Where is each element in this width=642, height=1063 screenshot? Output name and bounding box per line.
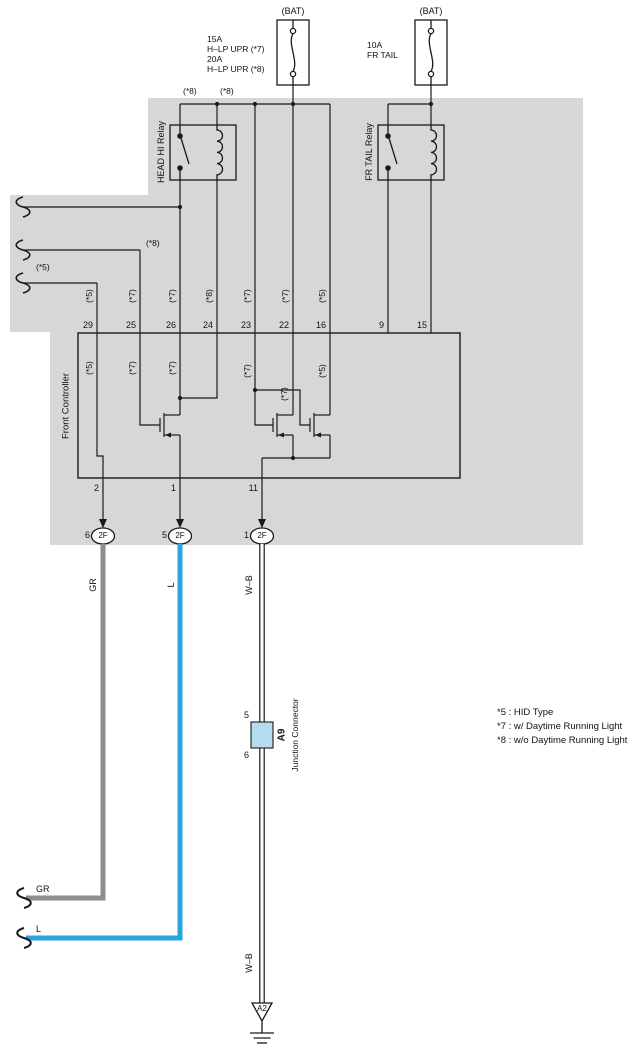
pin-number-24: 24 [202,320,213,330]
wire-tag-top-b: (*8) [220,86,234,96]
connector-code-2: 2F [175,531,185,540]
junction-pin-top: 5 [243,710,249,720]
fuse-hlp-upr-label-line2: H–LP UPR (*7) [207,44,265,54]
wire-color-wb-bottom: W–B [244,953,254,973]
junction-name: Junction Connector [290,698,300,772]
inner-variant-6: (*5) [317,364,327,378]
pin16-variant: (*5) [317,289,327,303]
wire-color-l: L [166,582,176,588]
fr-tail-relay-name: FR TAIL Relay [364,123,374,181]
inner-variant-2: (*7) [127,361,137,375]
ground-code: A2 [257,1004,267,1013]
junction-pin-bottom: 6 [243,750,249,760]
wire-color-gr-end: GR [36,884,50,894]
connector-pin-5: 5 [161,530,167,540]
pin24-variant: (*8) [204,289,214,303]
fuse-hlp-upr-label-line3: 20A [207,54,223,64]
wire-color-l-end: L [36,924,42,934]
fuse-hlp-upr-label-line1: 15A [207,34,223,44]
wire-color-gr: GR [88,578,98,592]
head-hi-relay-box [169,124,237,181]
connector-pin-6: 6 [84,530,90,540]
wire-tag-mid: (*8) [146,238,160,248]
pin-number-25: 25 [125,320,136,330]
battery-label-left: (BAT) [281,6,305,16]
connector-code-1: 2F [98,531,108,540]
pin26-variant: (*7) [167,289,177,303]
front-controller-box [77,332,461,479]
fuse-box-hlp-upr [276,19,310,86]
pin-number-22: 22 [278,320,289,330]
pin29-variant: (*5) [84,289,94,303]
junction-dots [177,101,434,461]
pin-number-23: 23 [240,320,251,330]
shaded-panel [10,98,583,545]
fuse-box-fr-tail [414,19,448,86]
wire-color-wb: W–B [244,575,254,595]
connector-code-3: 2F [257,531,267,540]
inner-variant-4: (*7) [242,364,252,378]
pin-number-15: 15 [416,320,427,330]
legend-item-5: *5 : HID Type [497,707,554,718]
inner-variant-1: (*5) [84,361,94,375]
pin22-variant: (*7) [280,289,290,303]
junction-connector-box [250,721,274,749]
pin-number-2: 2 [93,483,99,493]
pin-number-26: 26 [165,320,176,330]
pin25-variant: (*7) [127,289,137,303]
wire-tag-left: (*5) [36,262,50,272]
fuse-hlp-upr-label-line4: H–LP UPR (*8) [207,64,265,74]
head-hi-relay-name: HEAD HI Relay [156,120,166,184]
fuse-fr-tail-label-line2: FR TAIL [367,50,398,60]
fuse-fr-tail-label-line1: 10A [367,40,383,50]
front-controller-name: Front Controller [60,373,72,439]
battery-label-right: (BAT) [419,6,443,16]
pin-number-16: 16 [315,320,326,330]
ground-symbol [250,1002,274,1044]
wire-tag-top-a: (*8) [183,86,197,96]
pin-number-1: 1 [170,483,176,493]
legend-item-8: *8 : w/o Daytime Running Light [497,735,628,746]
pin-number-29: 29 [82,320,93,330]
legend-item-7: *7 : w/ Daytime Running Light [497,721,623,732]
connector-pin-1: 1 [243,530,249,540]
wire-network [23,85,432,527]
inner-variant-5: (*7) [279,387,289,401]
junction-code: A9 [276,728,288,742]
arrowheads [99,519,266,528]
offpage-squiggles [15,196,32,949]
fr-tail-relay-box [377,124,445,181]
pin23-variant: (*7) [242,289,252,303]
pin-number-9: 9 [378,320,384,330]
gr-wire [26,544,106,901]
pin-number-11: 11 [248,483,258,493]
transistor-symbols [159,413,330,438]
inner-variant-3: (*7) [167,361,177,375]
l-wire [26,544,183,941]
